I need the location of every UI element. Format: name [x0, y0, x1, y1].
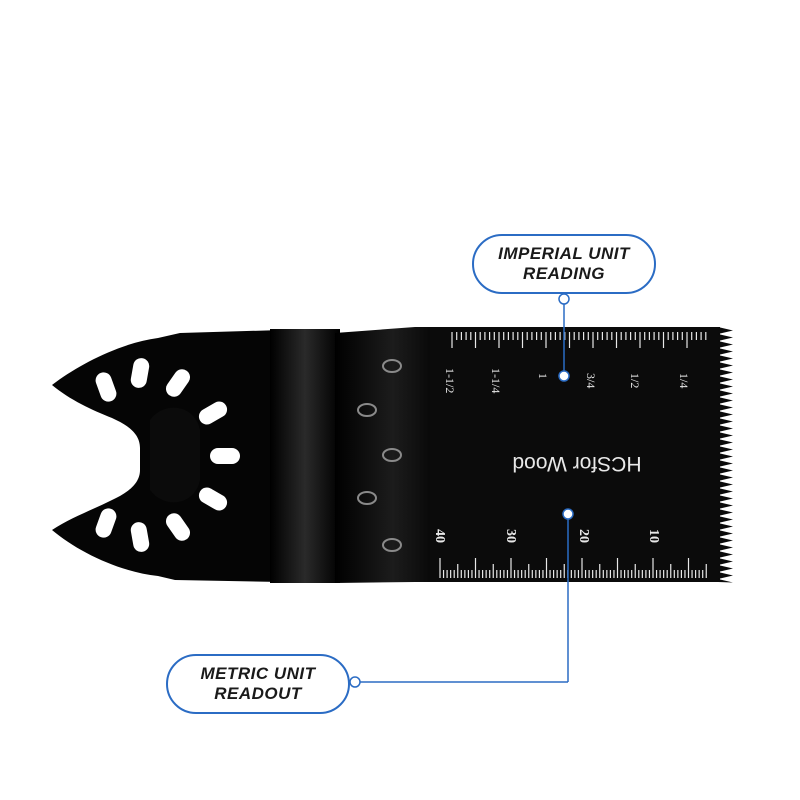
metric-callout-line1: METRIC UNIT	[200, 664, 316, 683]
imperial-label: 1-1/4	[489, 368, 503, 393]
star-mount-cutout	[95, 358, 240, 552]
metric-label: 40	[432, 529, 447, 543]
imperial-pointer-dot	[558, 293, 570, 305]
imperial-callout-line2: READING	[523, 264, 605, 283]
metric-label: 30	[503, 529, 518, 543]
metric-scale: 10 20 30 40	[432, 529, 661, 543]
blade-teeth	[710, 327, 733, 583]
imperial-label: 1/4	[677, 373, 691, 388]
metric-target-dot	[562, 508, 574, 520]
blade-neck	[335, 327, 440, 583]
metric-callout-line2: READOUT	[214, 684, 302, 703]
imperial-callout-line1: IMPERIAL UNIT	[498, 244, 630, 263]
metric-label: 10	[646, 529, 661, 543]
imperial-unit-callout: IMPERIAL UNIT READING	[472, 234, 656, 294]
imperial-target-dot	[558, 370, 570, 382]
metric-label: 20	[576, 529, 591, 543]
metric-ruler-ticks	[439, 558, 707, 578]
imperial-label: 1/2	[628, 373, 642, 388]
imperial-label: 3/4	[584, 373, 598, 388]
imperial-label: 1	[536, 373, 550, 379]
imperial-ruler-ticks	[451, 332, 707, 348]
blade-plate	[430, 327, 720, 582]
blade-rivets	[357, 359, 402, 552]
saw-blade: 1/4 1/2 3/4 1 1-1/4 1-1/2 HCSfor Wood 10…	[52, 327, 733, 583]
blade-brand-text: HCSfor Wood	[512, 452, 641, 475]
metric-pointer-dot	[349, 676, 361, 688]
blade-shank	[270, 329, 340, 583]
imperial-scale: 1/4 1/2 3/4 1 1-1/4 1-1/2	[443, 368, 691, 393]
metric-unit-callout: METRIC UNIT READOUT	[166, 654, 350, 714]
callout-connectors	[349, 293, 574, 688]
imperial-label: 1-1/2	[443, 368, 457, 393]
